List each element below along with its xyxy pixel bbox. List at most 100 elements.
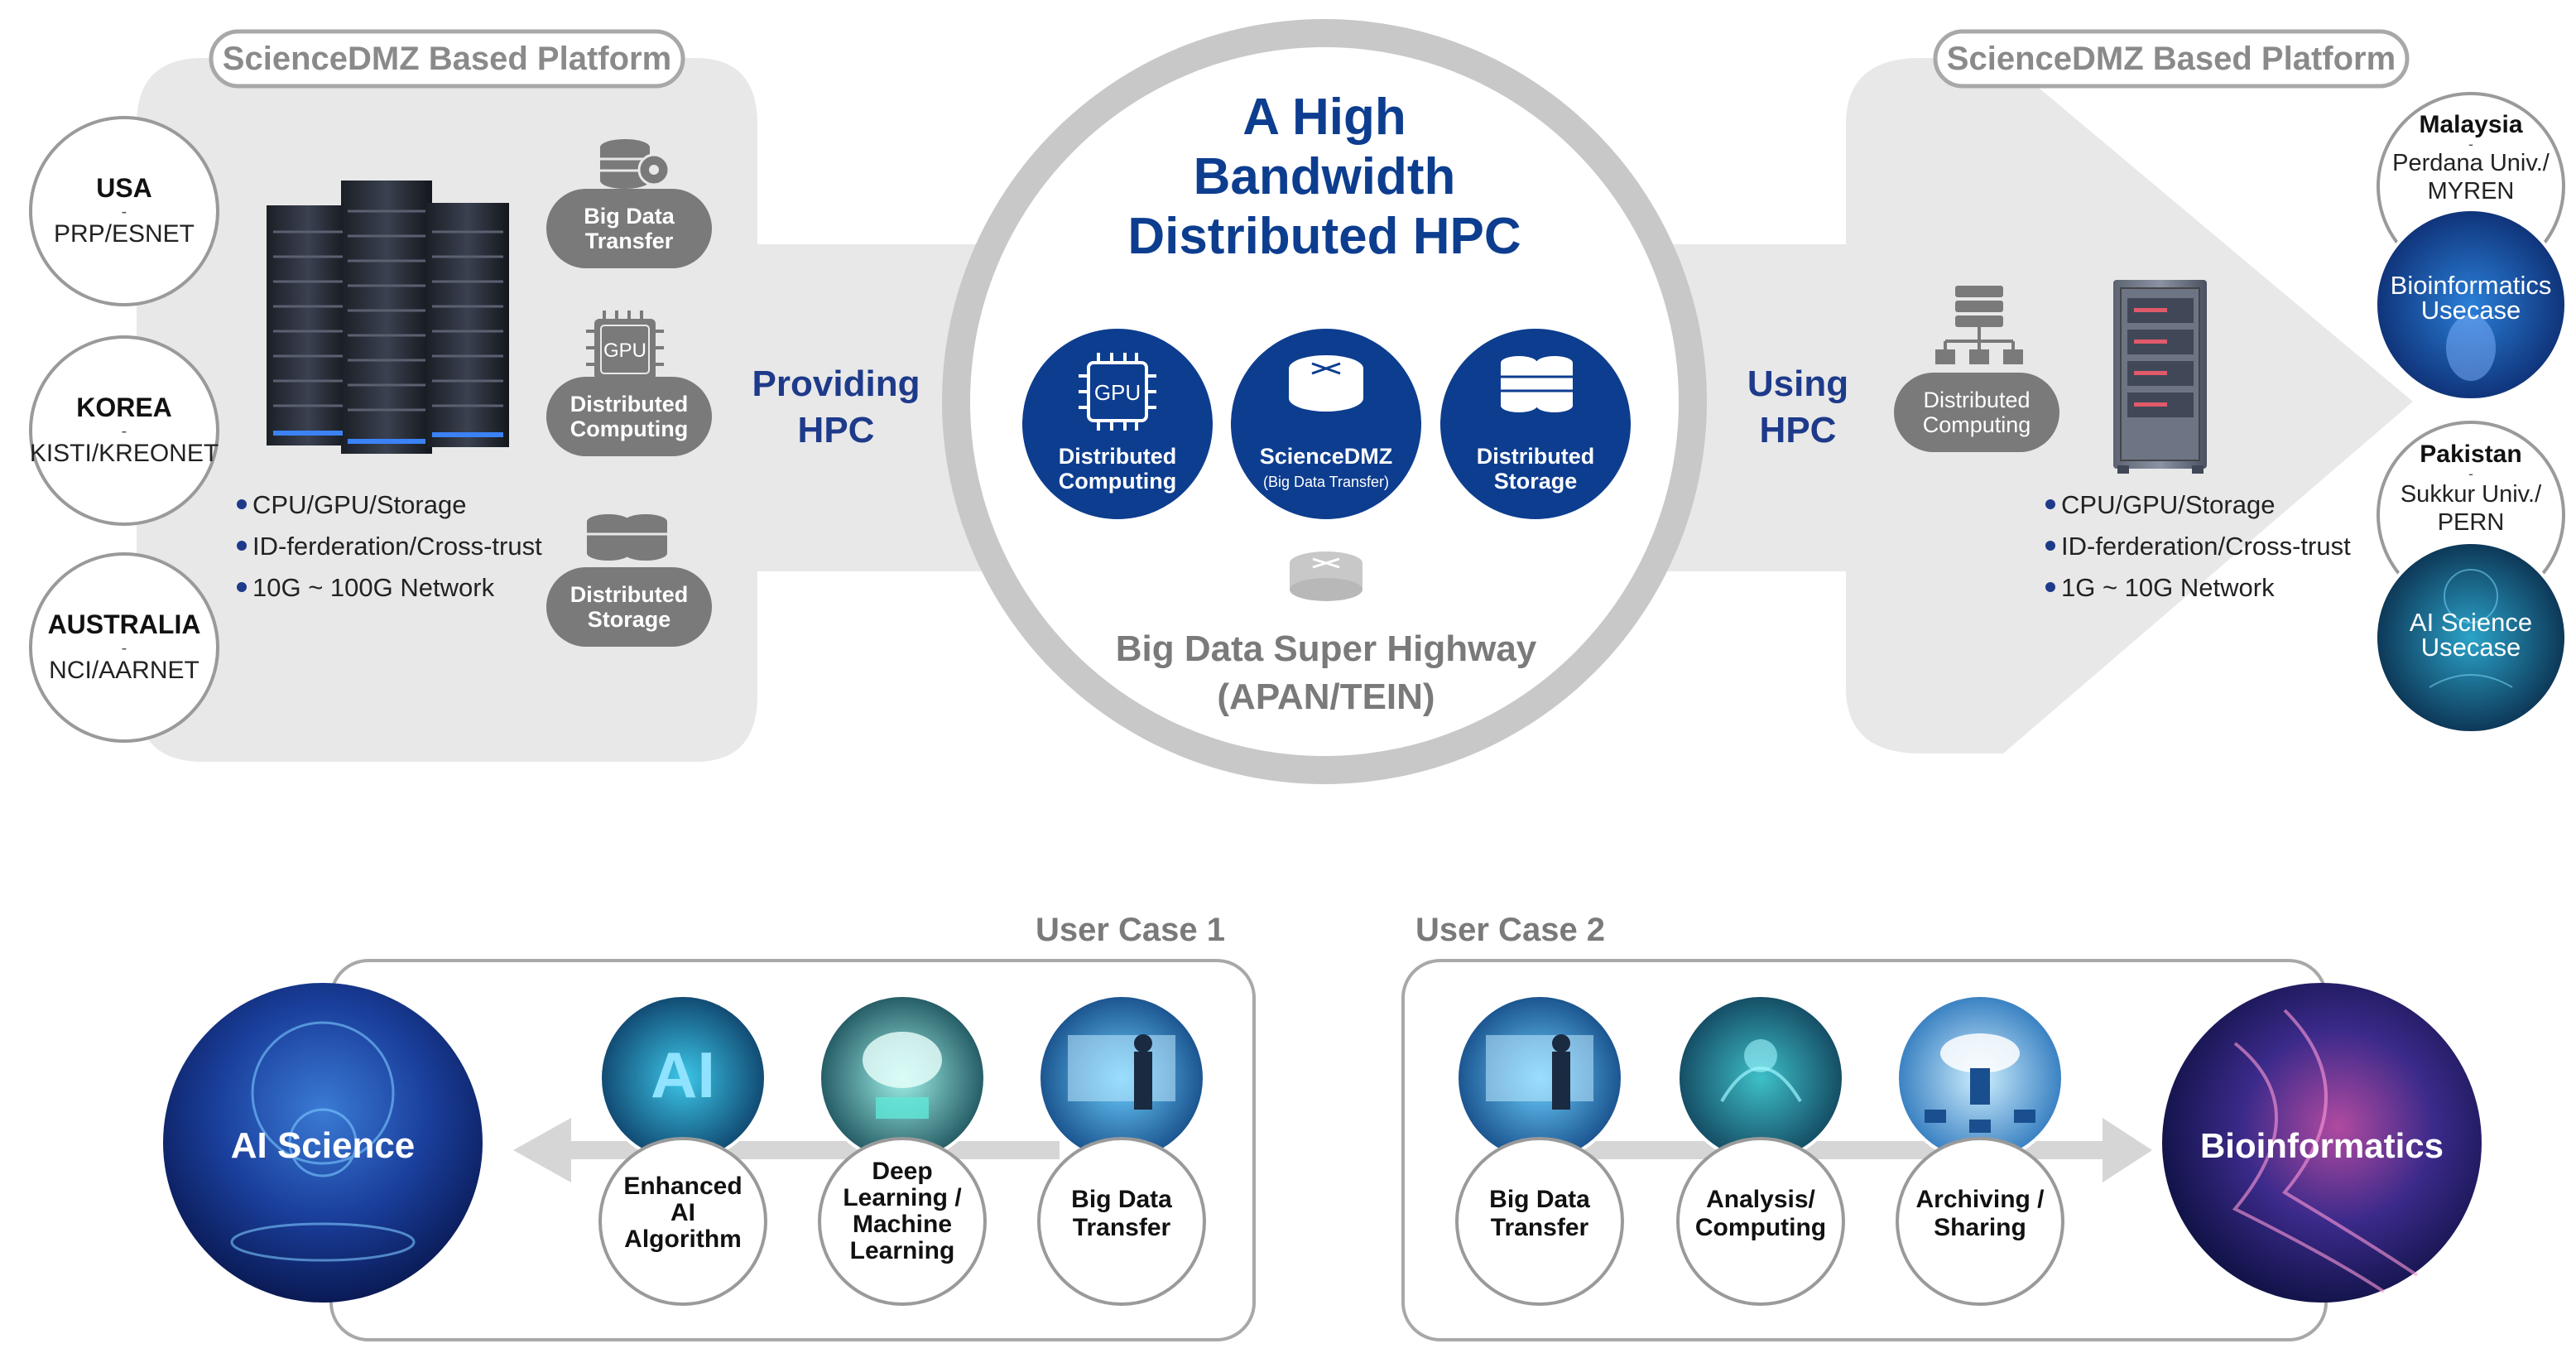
hub-icon-label: Distributed	[1477, 444, 1595, 469]
usecase-label: Usecase	[2421, 633, 2521, 662]
human-hand-icon	[2446, 315, 2496, 381]
bullet-item: 1G ~ 10G Network	[2061, 573, 2275, 602]
step-label: Computing	[1695, 1214, 1826, 1241]
step-label: Big Data	[1071, 1186, 1172, 1213]
country-network: Perdana Univ./	[2392, 150, 2550, 176]
hub-distributed-computing: GPU Distributed Computing	[1022, 329, 1213, 519]
left-platform-label: ScienceDMZ Based Platform	[209, 29, 685, 89]
usecase-ai-science: AI Science Usecase	[2374, 541, 2568, 734]
hub-icon-label: Computing	[1059, 469, 1176, 494]
step-big-data-transfer: Big Data Transfer	[1037, 994, 1206, 1306]
user-case-2: User Case 2 Big Data Transfer Analysi	[1401, 912, 2482, 1341]
target-ai-science: AI Science	[163, 983, 483, 1303]
chip-label: GPU	[603, 340, 646, 362]
bullet-item: CPU/GPU/Storage	[2061, 490, 2275, 519]
country-name: KOREA	[76, 392, 172, 422]
country-korea: KOREA - KISTI/KREONET	[29, 335, 219, 526]
using-line: Using	[1747, 364, 1848, 404]
server-cabinet-icon	[2113, 280, 2207, 474]
country-sep: -	[122, 639, 127, 657]
country-sep: -	[2468, 465, 2473, 482]
providing-hpc-label: Providing HPC	[752, 364, 920, 450]
hub-distributed-storage: Distributed Storage	[1440, 329, 1631, 519]
central-hub: A High Bandwidth Distributed HPC GPU Dis…	[942, 19, 1707, 784]
highway-line: (APAN/TEIN)	[1217, 677, 1435, 717]
step-label: Learning	[850, 1237, 955, 1264]
router-icon	[1289, 355, 1363, 412]
hub-title-line: Distributed HPC	[1127, 208, 1521, 265]
chip-label: GPU	[1094, 380, 1141, 405]
bullet-item: CPU/GPU/Storage	[252, 490, 466, 519]
hub-title-line: Bandwidth	[1194, 148, 1456, 205]
highway-router-icon	[1290, 551, 1362, 601]
step-label: Enhanced	[623, 1173, 742, 1200]
service-label: Distributed	[570, 392, 689, 417]
country-sep: -	[122, 203, 127, 221]
bullet-item: ID-ferderation/Cross-trust	[2061, 532, 2351, 561]
right-platform-label-text: ScienceDMZ Based Platform	[1947, 41, 2396, 77]
ai-head-icon	[230, 1021, 416, 1262]
database-stack-icon	[1501, 356, 1573, 412]
country-network: PERN	[2438, 509, 2505, 536]
providing-line: Providing	[752, 364, 920, 404]
highway-line: Big Data Super Highway	[1116, 628, 1537, 669]
target-bioinformatics: Bioinformatics	[2162, 983, 2482, 1303]
hub-icon-label: Distributed	[1059, 444, 1177, 469]
flow-arrow-right	[1540, 1118, 2152, 1182]
step-label: Learning /	[843, 1184, 962, 1211]
hub-title-line: A High	[1242, 89, 1406, 146]
gpu-chip-icon: GPU	[586, 311, 664, 388]
gpu-chip-icon: GPU	[1079, 353, 1156, 431]
service-label: Computing	[570, 417, 688, 441]
step-label: Sharing	[1934, 1214, 2026, 1241]
user-case-1: User Case 1 AI Science AI Enhanced AI Al…	[163, 912, 1256, 1341]
server-rack-icon	[267, 181, 509, 454]
left-countries: USA - PRP/ESNET KOREA - KISTI/KREONET AU…	[29, 116, 219, 743]
cloud-network-icon	[1925, 1033, 2035, 1133]
using-line: HPC	[1760, 410, 1837, 450]
country-name: AUSTRALIA	[48, 609, 201, 639]
lab-analysis-icon	[1720, 1039, 1802, 1103]
data-screen-icon	[1486, 1034, 1593, 1110]
database-stack-icon	[587, 514, 667, 561]
usecase-bioinformatics: Bioinformatics Usecase	[2374, 208, 2568, 402]
database-gear-icon	[600, 139, 670, 189]
target-label: Bioinformatics	[2200, 1126, 2444, 1165]
right-bullets: CPU/GPU/Storage ID-ferderation/Cross-tru…	[2045, 490, 2351, 602]
service-label: Big Data	[584, 204, 675, 229]
usecase-label: AI Science	[2410, 608, 2532, 637]
user-case-title: User Case 1	[1036, 912, 1225, 948]
hub-icon-label: ScienceDMZ	[1260, 444, 1393, 469]
hub-icon-label: (Big Data Transfer)	[1263, 474, 1389, 490]
service-label: Distributed	[1923, 388, 2030, 412]
bullet-item: 10G ~ 100G Network	[252, 573, 495, 602]
service-label: Distributed	[570, 582, 689, 607]
country-network: PRP/ESNET	[54, 220, 195, 248]
country-sep: -	[122, 422, 127, 441]
country-australia: AUSTRALIA - NCI/AARNET	[29, 552, 219, 743]
step-enhanced-ai: AI Enhanced AI Algorithm	[598, 994, 767, 1306]
step-deep-learning: Deep Learning / Machine Learning	[818, 994, 987, 1306]
country-network: MYREN	[2428, 178, 2515, 205]
step-label: Transfer	[1073, 1214, 1171, 1241]
flow-arrow-left	[513, 1118, 1060, 1182]
right-platform-label: ScienceDMZ Based Platform	[1933, 29, 2410, 89]
country-network: NCI/AARNET	[49, 657, 199, 684]
hub-icon-label: Storage	[1494, 469, 1578, 494]
step-label: Archiving /	[1915, 1186, 2045, 1213]
right-service-distributed-computing: Distributed Computing	[1894, 286, 2059, 452]
step-analysis-computing: Analysis/ Computing	[1676, 994, 1845, 1306]
usecase-label: Usecase	[2421, 296, 2521, 325]
step-archiving-sharing: Archiving / Sharing	[1896, 994, 2064, 1306]
country-name: Pakistan	[2420, 441, 2521, 468]
left-services: Big Data Transfer GPU Distributed Comput…	[546, 139, 712, 647]
brain-network-icon	[2429, 569, 2513, 688]
step-label: Machine	[853, 1211, 952, 1238]
network-tree-icon	[1935, 286, 2023, 364]
bullet-item: ID-ferderation/Cross-trust	[252, 532, 542, 561]
country-usa: USA - PRP/ESNET	[29, 116, 219, 306]
country-network: Sukkur Univ./	[2401, 481, 2542, 508]
brain-chip-icon	[863, 1032, 942, 1119]
step-big-data-transfer-2: Big Data Transfer	[1455, 994, 1624, 1306]
